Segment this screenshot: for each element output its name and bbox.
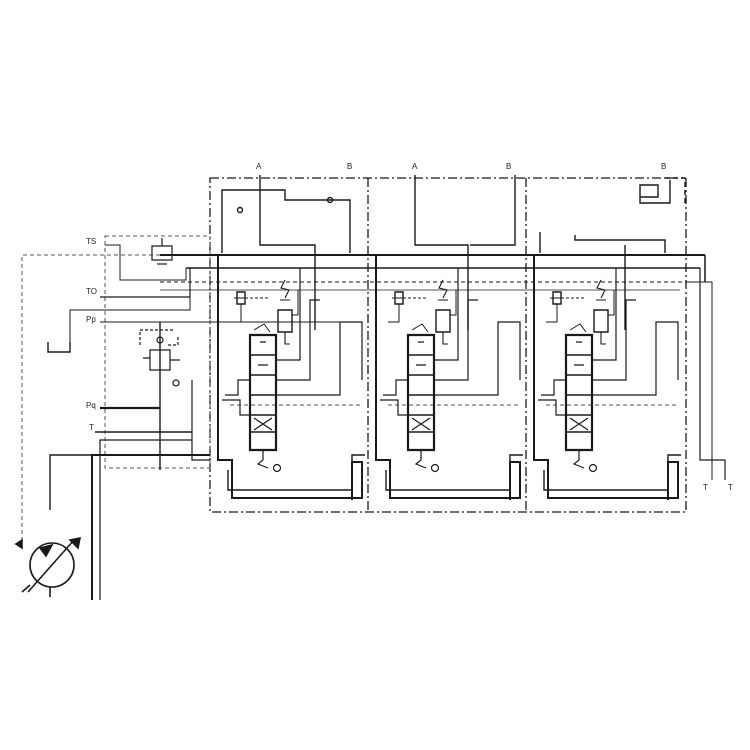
pressure-reducing-valve-icon (140, 330, 180, 386)
section-3 (534, 255, 681, 500)
label-t-left: T (89, 423, 94, 432)
section-internal-lines (376, 255, 523, 500)
label-ts: TS (86, 237, 97, 246)
relief-valve-icon (594, 280, 608, 344)
relief-valve-icon (436, 280, 450, 344)
section-3-work-ports (540, 178, 685, 330)
label-t-right-1: T (703, 483, 708, 492)
section-1-work-ports (222, 175, 350, 330)
main-galleries (100, 255, 725, 480)
pump-icon (16, 536, 82, 597)
spool-valve-icon (408, 324, 439, 472)
spool-valve-icon (566, 324, 597, 472)
valve-sections (218, 255, 681, 500)
pilot-drain-dashed (22, 255, 160, 540)
section-2 (376, 255, 523, 500)
label-section3-b: B (661, 162, 667, 171)
label-t-right-2: T (728, 483, 733, 492)
relief-valve-icon (152, 238, 172, 264)
label-section2-a: A (412, 162, 418, 171)
label-pq: Pq (86, 401, 96, 410)
section-internal-lines (218, 255, 365, 500)
section-internal-lines (534, 255, 681, 500)
inlet-ports (48, 245, 210, 600)
section-2-work-ports (415, 175, 515, 330)
label-section1-b: B (347, 162, 353, 171)
label-section1-a: A (256, 162, 262, 171)
inlet-section-box (105, 236, 210, 468)
relief-valve-icon (278, 280, 292, 344)
spool-valve-icon (250, 324, 281, 472)
section-1 (218, 255, 365, 500)
label-to: TO (86, 287, 97, 296)
label-section2-b: B (506, 162, 512, 171)
label-pp: Pp (86, 315, 96, 324)
valve-block-housing (210, 178, 686, 512)
